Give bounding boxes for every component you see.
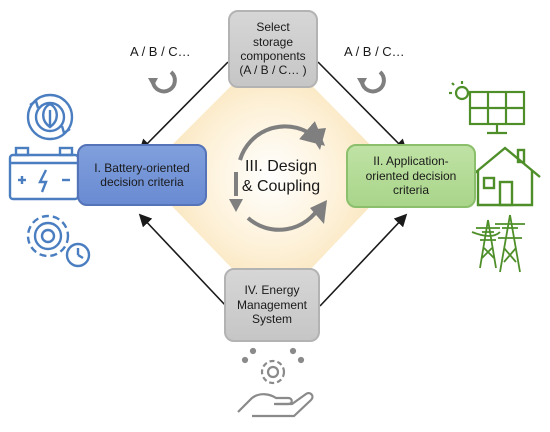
node-application-criteria: II. Application- oriented decision crite… [346, 144, 476, 208]
refresh-icon [357, 70, 386, 94]
center-label: III. Design & Coupling [241, 158, 321, 195]
node-select-storage: Select storage components (A / B / C… ) [228, 10, 318, 88]
arrow-bottom-to-right [319, 213, 408, 307]
house-icon [469, 146, 541, 207]
arrow-top-to-left [138, 61, 229, 153]
battery-icon [8, 146, 80, 201]
recycle-leaf-icon [26, 93, 74, 141]
refresh-icon [148, 70, 177, 94]
hand-gear-icon [237, 347, 314, 418]
node-energy-management: IV. Energy Management System [224, 268, 320, 342]
cycle-arrows-icon [229, 121, 327, 232]
gear-clock-icon [26, 214, 91, 268]
solar-panel-icon [449, 81, 526, 135]
power-pylons-icon [471, 214, 525, 273]
arrow-top-to-right [317, 61, 408, 153]
node-battery-criteria: I. Battery-oriented decision criteria [77, 144, 207, 206]
loop-label-right: A / B / C… [344, 44, 405, 59]
loop-label-left: A / B / C… [130, 44, 191, 59]
diamond-background [142, 45, 400, 310]
arrow-bottom-to-left [138, 213, 227, 307]
